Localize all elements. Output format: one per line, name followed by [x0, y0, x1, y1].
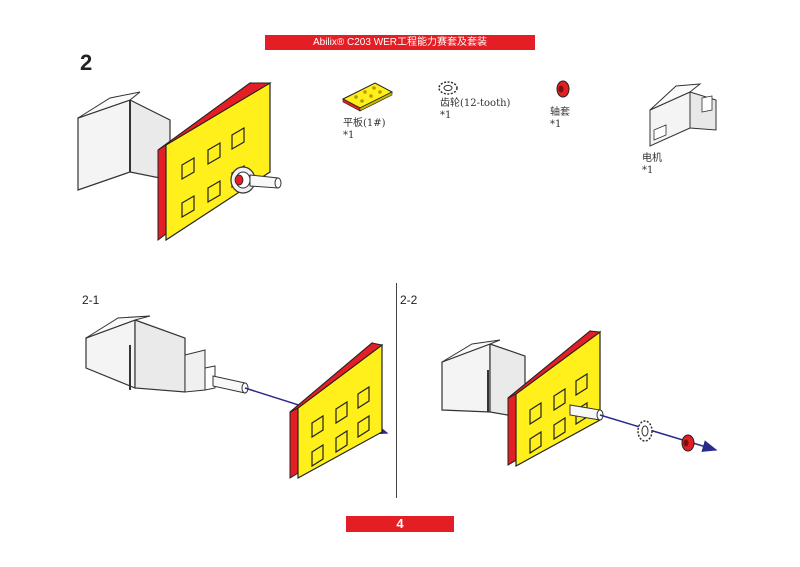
- part-plate-name: 平板(1#): [343, 118, 386, 129]
- main-assembly: [77, 81, 282, 242]
- substep-2-1-label: 2-1: [82, 293, 100, 307]
- part-gear-icon: [438, 81, 458, 95]
- part-motor-name: 电机: [642, 153, 662, 164]
- part-gear-label: 齿轮(12-tooth) *1: [440, 98, 510, 122]
- substep-2-2-plate: [507, 329, 602, 468]
- part-motor-label: 电机 *1: [642, 153, 662, 177]
- main-shaft: [234, 174, 282, 189]
- substep-2-2-assembly: [441, 329, 718, 468]
- part-bushing-qty: *1: [550, 119, 562, 130]
- substep-2-2-label: 2-2: [400, 293, 418, 307]
- substep-2-2-bushing: [681, 434, 695, 452]
- main-plate: [157, 81, 272, 242]
- part-motor-qty: *1: [642, 165, 654, 176]
- part-plate-icon: [341, 82, 394, 112]
- substep-2-1-motor: [85, 315, 216, 393]
- substep-2-1-shaft: [212, 375, 249, 394]
- part-motor-icon: [649, 83, 717, 147]
- part-bushing-name: 轴套: [550, 107, 570, 118]
- part-gear-name: 齿轮(12-tooth): [440, 98, 511, 109]
- page-number: 4: [346, 516, 454, 532]
- substep-divider: [396, 283, 397, 498]
- part-bushing-label: 轴套 *1: [550, 107, 570, 131]
- substep-2-1-assembly: [85, 315, 389, 480]
- part-gear-qty: *1: [440, 110, 452, 121]
- main-motor: [77, 91, 171, 191]
- substep-2-2-gear: [637, 420, 653, 442]
- substep-2-2-arrow: [599, 414, 718, 452]
- substep-2-2-shaft: [569, 404, 604, 421]
- part-bushing-icon: [556, 80, 570, 98]
- part-plate-qty: *1: [343, 130, 355, 141]
- substep-2-1-plate: [289, 341, 384, 480]
- header-title: Abilix® C203 WER工程能力赛套及套装: [265, 35, 535, 50]
- part-plate-label: 平板(1#) *1: [343, 118, 386, 142]
- step-number: 2: [80, 50, 93, 75]
